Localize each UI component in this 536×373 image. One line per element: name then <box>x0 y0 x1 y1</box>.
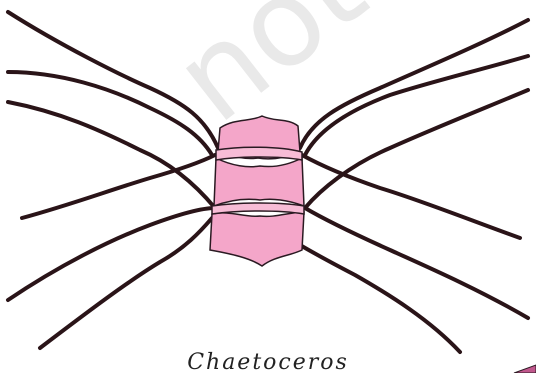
cell-chain <box>210 116 304 266</box>
seta-lower-right-3 <box>300 245 460 352</box>
girdle-band-2 <box>212 203 304 214</box>
seta-lower-left-3 <box>40 218 212 348</box>
seta-lower-left-1 <box>22 155 215 218</box>
seta-lower-right-2 <box>305 208 528 318</box>
figure-caption: Chaetoceros <box>0 348 536 373</box>
cell-bottom <box>210 212 304 266</box>
seta-lower-left-2 <box>8 208 215 300</box>
seta-upper-right-1 <box>300 20 528 148</box>
cell-middle <box>214 158 304 206</box>
seta-upper-left-2 <box>8 72 212 155</box>
